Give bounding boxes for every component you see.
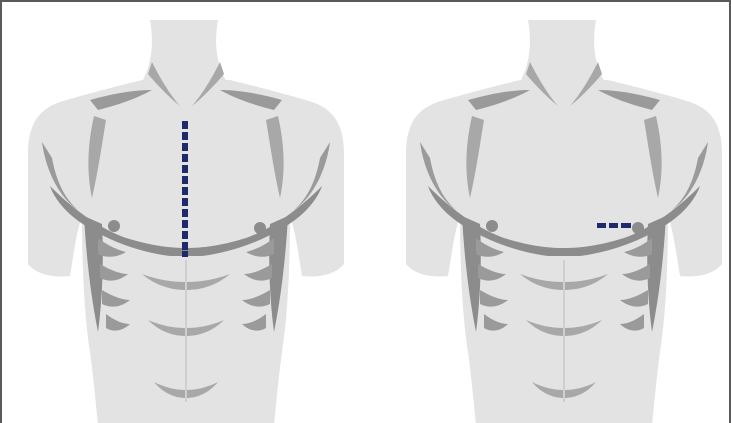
- right-torso-figure: [406, 20, 722, 423]
- right-horizontal-incision-line: [597, 223, 631, 228]
